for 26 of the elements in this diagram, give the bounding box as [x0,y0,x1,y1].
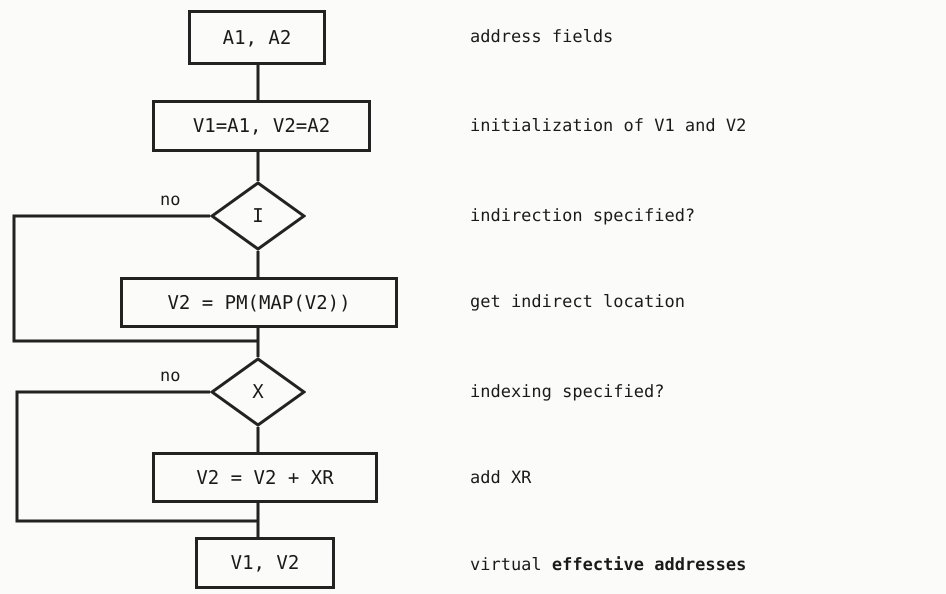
node-label: A1, A2 [222,26,292,48]
decision-diamond [210,181,306,251]
node-label: V1=A1, V2=A2 [192,115,330,137]
node-label: V2 = PM(MAP(V2)) [167,292,351,314]
annotation-text: add XR [470,468,532,488]
process-box [120,277,398,328]
connector-line [12,214,260,357]
node-label: V2 = V2 + XR [196,466,334,488]
node-label: V1, V2 [230,552,300,574]
process-box [195,537,335,589]
process-box [188,10,326,65]
annotation-text: virtual effective addresses [470,555,746,575]
annotation-text: get indirect location [470,292,685,312]
process-box [152,452,378,503]
connector-line [256,65,260,100]
node-label: X [252,381,264,403]
connector-line [256,427,260,452]
process-box [152,100,371,152]
annotation-text: address fields [470,27,614,47]
node-label: I [252,205,264,227]
connector-line [256,251,260,277]
annotation-text: indexing specified? [470,382,664,402]
connector-line [256,152,260,181]
annotation-text: indirection specified? [470,206,696,226]
decision-diamond [210,357,306,427]
annotation-text: initialization of V1 and V2 [470,116,746,136]
